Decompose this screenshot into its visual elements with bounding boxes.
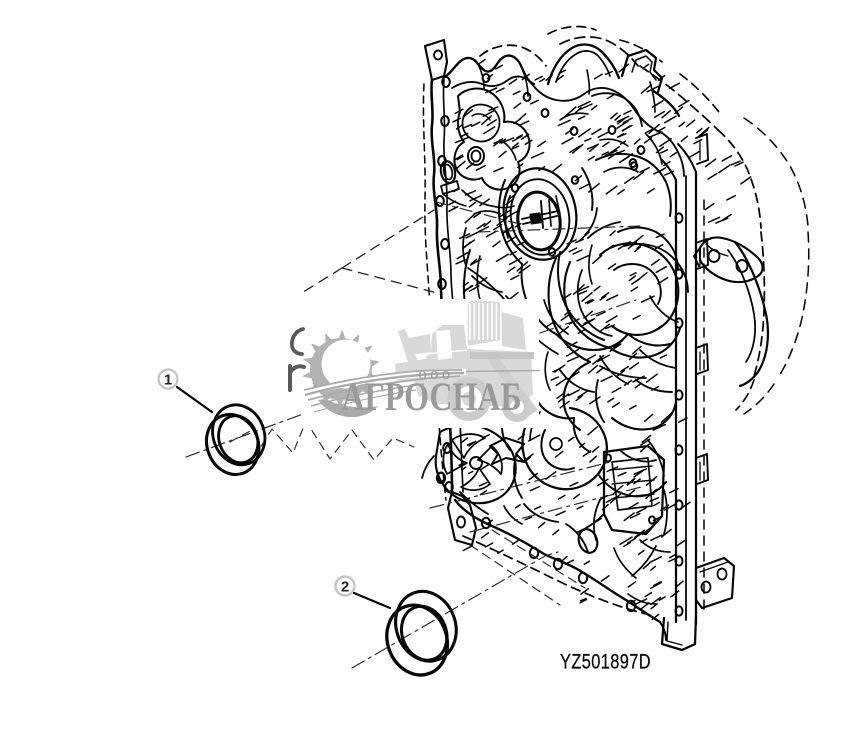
svg-text:АГРОСНАБ: АГРОСНАБ — [341, 375, 521, 419]
svg-text:ооо: ооо — [418, 364, 453, 383]
svg-text:2: 2 — [341, 579, 349, 596]
svg-text:YZ501897D: YZ501897D — [560, 650, 651, 673]
svg-text:1: 1 — [164, 372, 172, 389]
